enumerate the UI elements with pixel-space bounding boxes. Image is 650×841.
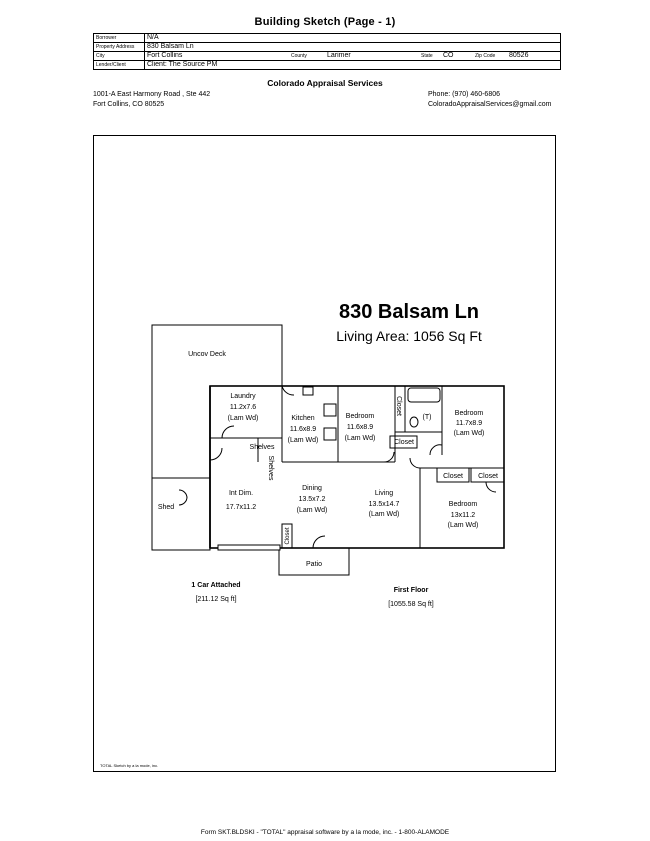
shed-outline bbox=[151, 477, 211, 551]
sketch-credit: TOTAL Sketch by a la mode, inc. bbox=[100, 763, 158, 768]
garage-title: 1 Car Attached bbox=[191, 582, 240, 589]
patio-label: Patio bbox=[306, 561, 322, 568]
company-phone: Phone: (970) 460-6806 bbox=[428, 91, 500, 98]
garage-area: [211.12 Sq ft] bbox=[195, 596, 236, 603]
shelves-horizontal: Shelves bbox=[250, 444, 275, 451]
intdim-dim: 17.7x11.2 bbox=[226, 504, 256, 511]
living-name: Living bbox=[375, 490, 393, 497]
kitchen-dim: 11.6x8.9 bbox=[290, 426, 316, 433]
bedroom1-floor: (Lam Wd) bbox=[345, 435, 376, 442]
door-swing-7 bbox=[429, 444, 443, 456]
floor-area: [1055.58 Sq ft] bbox=[388, 601, 434, 608]
uncov-deck-label: Uncov Deck bbox=[188, 351, 226, 358]
floor-title: First Floor bbox=[394, 587, 429, 594]
closet3-outline bbox=[470, 467, 505, 483]
laundry-dim: 11.2x7.6 bbox=[230, 404, 256, 411]
door-swing-4 bbox=[312, 535, 326, 549]
bathtub-outline bbox=[407, 387, 441, 403]
address-line-2: Fort Collins, CO 80525 bbox=[93, 101, 165, 108]
shelves-vertical: Shelves bbox=[267, 456, 274, 481]
living-floor: (Lam Wd) bbox=[369, 511, 400, 518]
closet2-label: Closet bbox=[443, 473, 463, 480]
bedroom2-floor: (Lam Wd) bbox=[454, 430, 485, 437]
kitchen-name: Kitchen bbox=[291, 415, 314, 422]
stove-outline bbox=[323, 403, 337, 417]
living-dim: 13.5x14.7 bbox=[369, 501, 400, 508]
uncov-deck-outline bbox=[151, 324, 283, 550]
door-swing-1 bbox=[221, 425, 235, 439]
bedroom2-name: Bedroom bbox=[455, 410, 484, 417]
closet4-label: Closet bbox=[285, 527, 291, 544]
counter-outline bbox=[323, 427, 337, 441]
laundry-floor: (Lam Wd) bbox=[228, 415, 259, 422]
lender-value: Client: The Source PM bbox=[144, 60, 561, 70]
living-area-label: Living Area: 1056 Sq Ft bbox=[336, 328, 482, 344]
laundry-name: Laundry bbox=[230, 393, 256, 400]
door-swing-5 bbox=[383, 451, 395, 463]
door-swing-2 bbox=[209, 447, 223, 461]
company-address: 1001-A East Harmony Road , Ste 442 Fort … bbox=[93, 90, 210, 110]
bedroom3-name: Bedroom bbox=[449, 501, 478, 508]
shed-door-swing bbox=[178, 489, 188, 506]
bedroom3-dim: 13x11.2 bbox=[451, 512, 475, 519]
kitchen-floor: (Lam Wd) bbox=[288, 437, 319, 444]
bedroom1-name: Bedroom bbox=[346, 413, 375, 420]
sketch-frame bbox=[93, 135, 556, 772]
dining-dim: 13.5x7.2 bbox=[299, 496, 326, 503]
bedroom1-dim: 11.6x8.9 bbox=[347, 424, 373, 431]
bedroom2-dim: 11.7x8.9 bbox=[456, 420, 482, 427]
garage-door bbox=[217, 544, 281, 551]
door-swing-8 bbox=[485, 481, 497, 493]
company-contact: Phone: (970) 460-6806 ColoradoAppraisalS… bbox=[428, 90, 551, 110]
shed-label: Shed bbox=[158, 504, 174, 511]
closet-vertical: Closet bbox=[395, 396, 402, 416]
company-name: Colorado Appraisal Services bbox=[267, 78, 383, 88]
closet1-label: Closet bbox=[394, 439, 414, 446]
dining-floor: (Lam Wd) bbox=[297, 507, 328, 514]
company-email: ColoradoAppraisalServices@gmail.com bbox=[428, 101, 552, 108]
info-table: Borrower N/A Property Address 830 Balsam… bbox=[93, 33, 561, 70]
dining-name: Dining bbox=[302, 485, 322, 492]
patio-outline bbox=[278, 547, 350, 576]
closet3-label: Closet bbox=[478, 473, 498, 480]
lender-row: Lender/Client Client: The Source PM bbox=[93, 60, 561, 70]
toilet-outline bbox=[409, 416, 419, 428]
closet1-outline bbox=[389, 435, 418, 449]
sink-outline bbox=[302, 386, 314, 396]
address-line-1: 1001-A East Harmony Road , Ste 442 bbox=[93, 91, 211, 98]
sketch-heading: 830 Balsam Ln bbox=[339, 301, 479, 323]
page-title: Building Sketch (Page - 1) bbox=[254, 16, 396, 28]
closet2-outline bbox=[436, 467, 470, 483]
form-footer: Form SKT.BLDSKI - "TOTAL" appraisal soft… bbox=[200, 829, 450, 836]
door-swing-3 bbox=[281, 385, 295, 396]
door-swing-6 bbox=[409, 457, 421, 469]
intdim-name: Int Dim. bbox=[229, 490, 253, 497]
bath-toilet: (T) bbox=[423, 414, 432, 421]
bedroom3-floor: (Lam Wd) bbox=[448, 522, 479, 529]
